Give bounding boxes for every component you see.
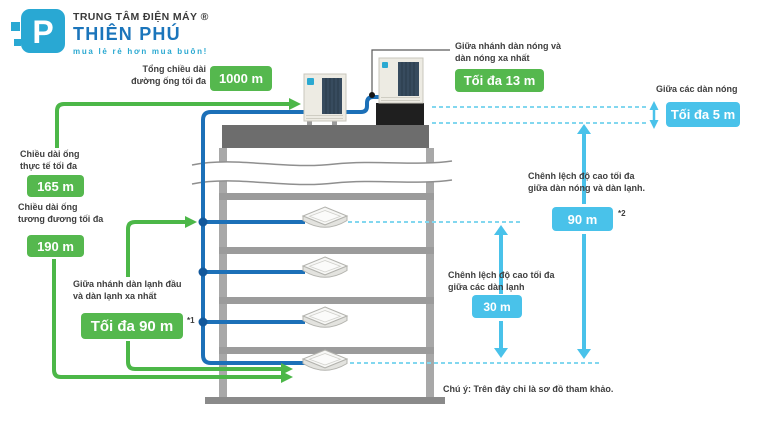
label-actual-pipe: Chiều dài ống thực tế tối đa [20, 149, 80, 171]
outdoor-branch-callout [369, 49, 450, 98]
outdoor-unit-2 [376, 57, 424, 125]
callout-dot [369, 92, 375, 98]
dashed-reference-lines [348, 106, 648, 364]
note-text: Chú ý: Trên đây chỉ là sơ đồ tham khảo. [443, 384, 614, 394]
daikin-logo-mark [307, 78, 314, 85]
green-measure-lines [52, 102, 290, 379]
arrowhead-up [577, 124, 591, 134]
callout-line [371, 49, 450, 93]
unit-grille [398, 62, 419, 96]
logo-icon: P [11, 9, 65, 53]
logo-slogan-line: mua lẻ rẻ hơn mua buôn! [73, 47, 209, 56]
unit-plinth [376, 103, 424, 125]
badge-total-pipe: 1000 m [210, 66, 272, 91]
logo-icon-tab [14, 39, 21, 46]
indoor-branch-upper-line [126, 220, 186, 277]
outdoor-unit-1 [303, 73, 347, 125]
footnote-1: *1 [187, 316, 195, 325]
arrowhead [281, 371, 293, 383]
label-outdoor-gap: Giữa các dàn nóng [656, 84, 738, 94]
break-wave-line [191, 160, 453, 167]
badge-outdoor-gap: Tối đa 5 m [666, 102, 740, 127]
cassette-panel [308, 353, 342, 366]
label-indoor-branch: Giữa nhánh dàn lạnh đầu và dàn lạnh xa n… [73, 279, 182, 301]
label-height-indoor: Chênh lệch độ cao tối đa giữa các dàn lạ… [448, 270, 555, 292]
logo-letter: P [32, 14, 53, 50]
cassette-body [302, 358, 348, 371]
indoor-cassette-units [301, 206, 349, 371]
building [191, 125, 453, 404]
arrowhead-down [649, 120, 659, 129]
height-outdoor-indoor-dimension [577, 124, 591, 359]
break-wave-line [191, 179, 453, 186]
badge-equivalent-pipe: 190 m [27, 235, 84, 257]
arrowhead [289, 98, 301, 110]
badge-outdoor-branch: Tối đa 13 m [455, 69, 544, 92]
arrowhead-down [494, 348, 508, 358]
unit-leg [332, 119, 337, 125]
cassette-unit-2 [301, 256, 349, 278]
cassette-body [302, 215, 348, 228]
label-height-outdoor-indoor: Chênh lệch độ cao tối đa giữa dàn nóng v… [528, 171, 646, 193]
main-riser-pipe [201, 110, 309, 365]
logo-text: TRUNG TÂM ĐIỆN MÁY ® THIÊN PHÚ mua lẻ rẻ… [73, 6, 209, 56]
green-arrowheads [185, 98, 301, 383]
cassette-panel [308, 210, 342, 223]
unit-vents [381, 97, 420, 101]
grille-fins [401, 62, 415, 96]
cassette-unit-4 [301, 349, 349, 371]
total-pipe-arrow-line [55, 102, 290, 148]
footnote-2: *2 [618, 209, 626, 218]
arrowhead-up [649, 101, 659, 110]
building-floor-slab [219, 193, 434, 200]
unit-vents [306, 115, 343, 119]
branch-joint-dot [198, 217, 208, 227]
cassette-body [302, 315, 348, 328]
logo-brand-line: THIÊN PHÚ [73, 24, 181, 44]
badge-height-outdoor-indoor: 90 m [552, 207, 613, 231]
indoor-branch-lower-line [126, 341, 282, 371]
label-outdoor-branch: Giữa nhánh dàn nóng và dàn nóng xa nhất [455, 41, 562, 63]
building-break-mask [192, 161, 452, 185]
building-right-column [426, 148, 434, 400]
cassette-unit-3 [301, 306, 349, 328]
logo-company-line: TRUNG TÂM ĐIỆN MÁY ® [73, 11, 209, 23]
badge-actual-pipe: 165 m [27, 175, 84, 197]
label-equivalent-pipe: Chiều dài ống tương đương tối đa [18, 202, 104, 224]
arrowhead [281, 363, 293, 375]
arrowhead [185, 216, 197, 228]
building-roof-slab [222, 125, 429, 148]
cassette-body [302, 265, 348, 278]
cassette-panel [308, 260, 342, 273]
cassette-unit-1 [301, 206, 349, 228]
building-ground-slab [205, 397, 445, 404]
label-total-pipe: Tổng chiều dài đường ống tối đa [131, 64, 206, 86]
unit-leg [307, 119, 312, 125]
badge-height-indoor: 30 m [472, 295, 522, 318]
daikin-logo-mark [382, 62, 388, 68]
equivalent-pipe-arrow-line [52, 259, 282, 379]
outdoor-gap-dimension [649, 101, 659, 129]
logo-icon-tab [11, 22, 20, 31]
logo-icon-square [21, 9, 65, 53]
arrowhead-down [577, 349, 591, 359]
building-floor-slab [219, 297, 434, 304]
unit-grille [322, 78, 342, 114]
grille-fins [325, 78, 339, 114]
building-floor-slab [219, 247, 434, 254]
height-indoor-dimension [494, 225, 508, 358]
arrowhead-up [494, 225, 508, 235]
thien-phu-logo: P TRUNG TÂM ĐIỆN MÁY ® THIÊN PHÚ mua lẻ … [10, 6, 209, 60]
pipe-junctions [198, 217, 208, 327]
branch-joint-dot [198, 267, 208, 277]
badge-indoor-branch: Tối đa 90 m [81, 313, 183, 339]
outdoor-link-pipe [344, 95, 381, 114]
cassette-panel [308, 310, 342, 323]
branch-joint-dot [198, 317, 208, 327]
